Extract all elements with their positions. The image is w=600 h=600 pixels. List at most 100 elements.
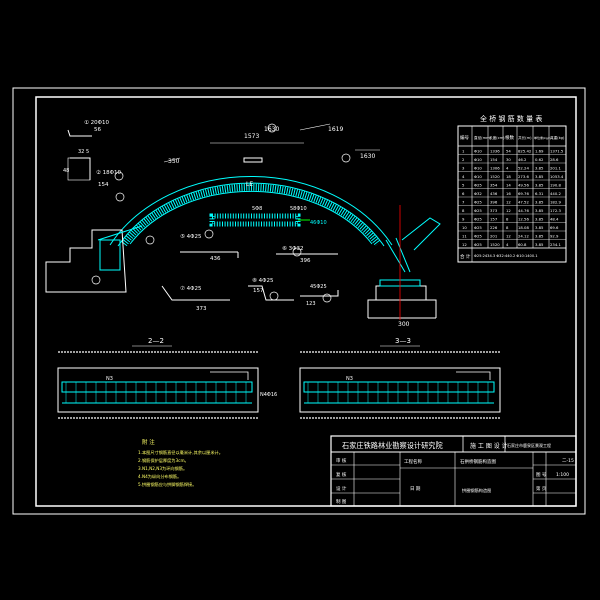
bar-len-7: 373 <box>196 306 207 312</box>
note-line-1: 1.本图尺寸钢筋直径以毫米计,其余以厘米计。 <box>138 449 223 456</box>
table-cell: 3.85 <box>535 217 544 222</box>
arch-dim-3: 1619 <box>328 126 343 133</box>
table-cell: 3.85 <box>535 208 544 213</box>
table-cell: 1520 <box>490 174 500 179</box>
arch-dim-1: 1630 <box>264 126 279 133</box>
table-cell: 157 <box>490 217 498 222</box>
table-cell: 3.85 <box>535 242 544 247</box>
table-cell: 3.85 <box>535 234 544 239</box>
table-cell: 16 <box>506 191 511 196</box>
table-cell: 396 <box>490 200 498 205</box>
section-2-2: 2—2 N3 N4Φ16 <box>57 337 277 419</box>
table-header-total: 共长(m) <box>518 135 532 140</box>
table-cell: 190.8 <box>550 183 561 188</box>
table-header-cnt: 根数 <box>505 134 514 141</box>
notes-title: 附 注 <box>142 438 155 446</box>
table-total-label: 合 计 <box>460 253 471 260</box>
tb-scale-value: 1:100 <box>556 472 569 478</box>
table-cell: 201 <box>490 234 498 239</box>
section-3-3: 3—3 N3 <box>299 337 501 419</box>
table-cell: 92.9 <box>550 234 559 239</box>
table-header-len: 长度(cm) <box>489 135 505 140</box>
table-cell: 1371.5 <box>550 149 564 154</box>
notes-block: 附 注 1.本图尺寸钢筋直径以毫米计,其余以厘米计。 2.钢筋保护层厚度为3cm… <box>138 438 223 488</box>
table-cell: 1.69 <box>535 149 544 154</box>
table-cell: Φ25 <box>474 234 482 239</box>
bar-len-6: 396 <box>300 258 311 264</box>
table-cell: Φ25 <box>474 225 482 230</box>
table-cell: 28.6 <box>550 157 559 162</box>
note-line-4: 4.N4为纵向分布钢筋。 <box>138 473 181 480</box>
table-cell: 12 <box>506 234 511 239</box>
table-cell: 54 <box>506 149 511 154</box>
table-total-note: Φ25:2434.3 Φ32:440.2 Φ10:1400.1 <box>474 254 538 258</box>
table-cell: 7 <box>462 200 465 205</box>
table-cell: Φ25 <box>474 183 482 188</box>
table-cell: 12.56 <box>518 217 529 222</box>
table-cell: 60.8 <box>518 242 527 247</box>
tb-label-drawing: 石拱桥钢筋构造图 <box>460 458 496 465</box>
rebar-table: 全 桥 钢 筋 数 量 表 编号 直径(mm) 长度(cm) 根数 共长(m) … <box>457 114 567 263</box>
svg-text:58Φ10: 58Φ10 <box>290 206 307 212</box>
tb-role-4: 制 图 <box>336 498 347 505</box>
table-header-weight: 共重(kg) <box>550 135 565 140</box>
tb-role-1: 审 核 <box>336 457 347 464</box>
table-cell: Φ10 <box>474 166 482 171</box>
section-title-left: 2—2 <box>148 337 164 345</box>
bar-len-2: 154 <box>98 182 109 188</box>
table-cell: 47.52 <box>518 200 529 205</box>
drawing-inner-frame <box>35 96 577 507</box>
arch-dim-5: 350 <box>168 158 180 165</box>
table-cell: 8 <box>506 217 509 222</box>
table-cell: 373 <box>490 208 498 213</box>
table-cell: 1 <box>462 149 465 154</box>
tb-subject: 拱圈钢筋构造图 <box>462 487 491 494</box>
table-cell: 226 <box>490 225 498 230</box>
table-cell: 2 <box>462 157 465 162</box>
table-cell: 234.1 <box>550 242 561 247</box>
table-cell: 48.4 <box>550 217 559 222</box>
table-cell: 10 <box>462 225 467 230</box>
arch-elevation: 1630 1573 1619 1630 350 LE 300 <box>45 123 441 328</box>
table-cell: 1306 <box>490 166 500 171</box>
svg-text:N3: N3 <box>106 376 113 382</box>
table-cell: 182.9 <box>550 200 561 205</box>
svg-text:N3: N3 <box>346 376 353 382</box>
table-cell: Φ32 <box>474 191 482 196</box>
tb-date-label: 日 期 <box>410 486 421 492</box>
arch-width-label: 300 <box>398 321 410 328</box>
table-cell: 4 <box>506 166 509 171</box>
table-cell: 69.6 <box>550 225 559 230</box>
svg-text:N4Φ16: N4Φ16 <box>260 392 277 398</box>
tb-institute: 石家庄铁路林业勘察设计研究院 <box>342 441 443 450</box>
table-cell: 3.85 <box>535 174 544 179</box>
note-line-5: 5.拱圈钢筋应与拱脚钢筋焊接。 <box>138 481 196 488</box>
table-header-no: 编号 <box>460 134 469 141</box>
table-cell: 440.2 <box>550 191 561 196</box>
note-line-2: 2.钢筋保护层厚度为3cm。 <box>138 457 189 464</box>
svg-text:32 5: 32 5 <box>78 149 89 155</box>
table-cell: 825.42 <box>518 149 532 154</box>
table-cell: 49.56 <box>518 183 529 188</box>
table-cell: 11 <box>462 234 467 239</box>
bar-mark-5: ⑤ 4Φ25 <box>180 234 202 240</box>
table-cell: 4 <box>462 174 465 179</box>
table-cell: 18 <box>506 174 511 179</box>
table-cell: 3.85 <box>535 183 544 188</box>
tb-stage: 施 工 图 设 计 <box>470 442 508 450</box>
table-cell: Φ10 <box>474 174 482 179</box>
tb-drawing-no-label: 图 号 <box>536 472 547 478</box>
table-cell: 46.2 <box>518 157 527 162</box>
tb-sheet-label: 第 页 <box>536 485 547 492</box>
table-cell: 436 <box>490 191 498 196</box>
table-cell: Φ25 <box>474 208 482 213</box>
table-cell: 1336 <box>490 149 500 154</box>
table-cell: 44.76 <box>518 208 529 213</box>
bar-mark-6: ⑥ 3Φ32 <box>282 246 304 252</box>
table-cell: 201.1 <box>550 166 561 171</box>
table-cell: 3.85 <box>535 200 544 205</box>
table-cell: 69.76 <box>518 191 529 196</box>
note-line-3: 3.N1,N2,N3为环向钢筋。 <box>138 465 187 472</box>
